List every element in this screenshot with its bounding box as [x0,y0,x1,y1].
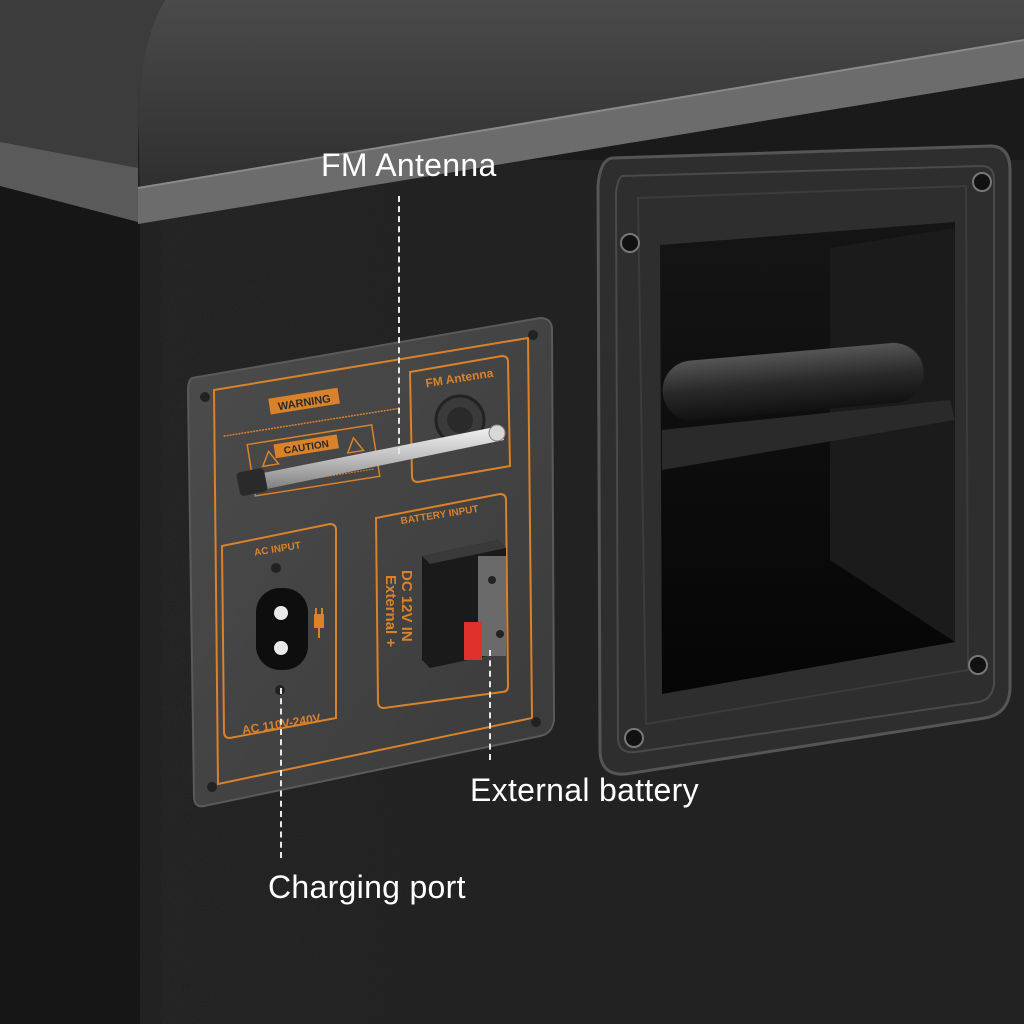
handle-recess [596,144,1012,776]
fm-antenna-rod [236,424,506,496]
battery-input-box: BATTERY INPUT DC 12V IN External + [374,492,510,710]
screw-icon [531,717,541,727]
plug-icon [314,608,324,638]
lid-lip-front [138,40,1024,224]
screw-icon [968,655,988,675]
lid [0,0,165,188]
charging-port-leader [280,688,282,858]
warning-block: WARNING CAUTION [223,387,400,497]
screw-icon [200,392,210,402]
screw-icon [620,233,640,253]
screw-icon [972,172,992,192]
charging-port-callout: Charging port [268,869,466,905]
external-battery-callout: External battery [470,772,699,808]
warning-triangle-icon [346,436,365,454]
ac-socket-icon [256,588,308,670]
screw-icon [624,728,644,748]
control-panel: WARNING CAUTION FM Antenna BATTERY I [186,316,556,808]
cabinet-side [0,180,140,1024]
fm-antenna-leader [398,196,400,454]
external-plus-label: External + [382,575,399,647]
external-battery-leader [489,650,491,760]
lid-lip [0,142,138,222]
screw-icon [528,330,538,340]
lid-top [138,0,1024,188]
dc-12v-in-label: DC 12V IN [398,570,415,642]
screw-icon [207,782,217,792]
battery-connector-icon [422,540,506,668]
fm-antenna-callout: FM Antenna [321,147,497,183]
warning-triangle-icon [261,449,280,468]
